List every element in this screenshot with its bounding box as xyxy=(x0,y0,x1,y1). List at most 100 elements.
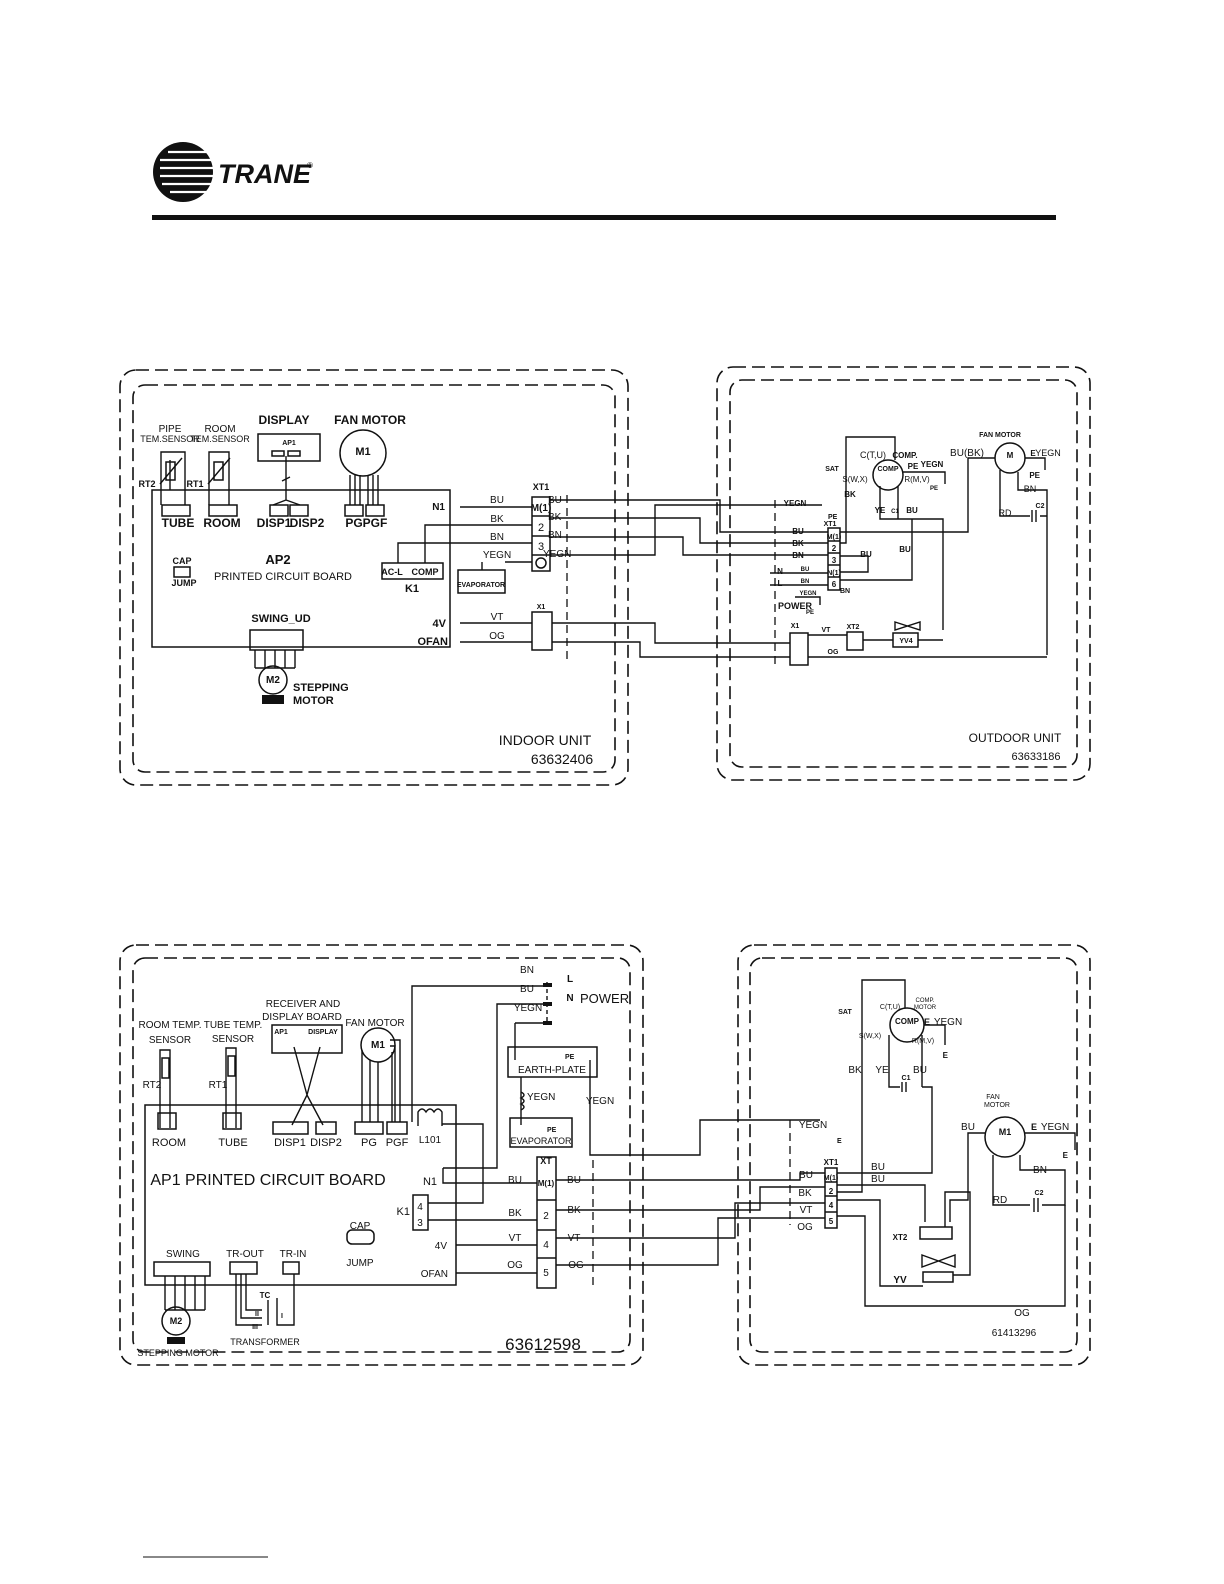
bottom-indoor-wires-left-0-label: BU xyxy=(508,1175,522,1186)
bottom-outdoor-comp-motor1-label: COMP. xyxy=(916,998,935,1004)
bottom-outdoor-yv-label: YV xyxy=(893,1275,907,1286)
bottom-outdoor-xt1-terms-2-label: 4 xyxy=(829,1201,834,1210)
top-indoor-disp2-label: DISP2 xyxy=(290,516,325,530)
bottom-outdoor-c2-label: C2 xyxy=(1035,1190,1044,1197)
bottom-outdoor-yegn-comp-label: YEGN xyxy=(934,1017,962,1028)
top-indoor-disp1-label: DISP1 xyxy=(257,516,292,530)
bottom-indoor-code-label: 63612598 xyxy=(505,1335,581,1354)
top-indoor-wires-left-1-label: BK xyxy=(490,514,504,525)
bottom-outdoor-yegn-in-label: YEGN xyxy=(799,1120,827,1131)
top-indoor-room-label: ROOM xyxy=(204,424,235,435)
top-outdoor-bu-right-label: BU xyxy=(899,545,911,554)
bottom-indoor-iii-label: III xyxy=(252,1324,258,1331)
bottom-indoor-i-label: I xyxy=(281,1313,283,1320)
top-indoor-rt1-label: RT1 xyxy=(186,479,203,489)
swing-ud-connector xyxy=(249,629,304,651)
bottom-outdoor-og-label: OG xyxy=(1014,1308,1030,1319)
registered-mark: ® xyxy=(307,161,313,170)
top-indoor-wires-left-0-label: BU xyxy=(490,495,504,506)
bottom-indoor-wires-right-0-label: BU xyxy=(567,1175,581,1186)
top-indoor-display-label: DISPLAY xyxy=(259,413,310,427)
k1-terminal xyxy=(412,1194,429,1231)
bottom-indoor-tr-out-label: TR-OUT xyxy=(226,1249,264,1260)
bottom-indoor-disp1-label: DISP1 xyxy=(274,1137,306,1149)
header-rule xyxy=(152,215,1056,220)
bottom-indoor-stepping-motor-label: STEPPING MOTOR xyxy=(137,1348,219,1358)
top-indoor-n1-label: N1 xyxy=(432,502,445,513)
top-outdoor-n-label: N xyxy=(777,567,783,576)
bottom-outdoor-unit-enclosure xyxy=(737,944,1091,1366)
earth-plate xyxy=(507,1046,598,1078)
k1-relay xyxy=(381,562,444,580)
room-temp-sensor-icon xyxy=(159,1049,171,1128)
top-indoor-v4-label: 4V xyxy=(433,618,447,630)
top-indoor-pgf-label: PGF xyxy=(363,516,388,530)
bottom-outdoor-yegn-fan-label: YEGN xyxy=(1041,1122,1069,1133)
top-indoor-xt1-terms-2-label: 3 xyxy=(538,541,544,553)
bottom-indoor-room-conn-label: ROOM xyxy=(152,1137,186,1149)
top-indoor-evaporator-label: EVAPORATOR xyxy=(457,582,505,589)
bottom-indoor-xt-label: XT xyxy=(540,1156,552,1166)
top-indoor-x1-label: X1 xyxy=(537,604,546,611)
bottom-indoor-l-label: L xyxy=(567,974,573,985)
top-outdoor-ye-label: YE xyxy=(875,506,886,515)
pipe-sensor-icon xyxy=(159,451,186,505)
trane-logo: TRANE ® xyxy=(153,142,313,202)
bottom-outdoor-xt1-terms-3-label: 5 xyxy=(829,1217,834,1226)
bottom-indoor-ofan-label: OFAN xyxy=(421,1269,448,1280)
top-indoor-swing-label: SWING_UD xyxy=(251,613,310,625)
top-outdoor-wires-left-0-label: BU xyxy=(792,527,804,536)
top-indoor-acl-label: AC-L xyxy=(381,567,403,577)
bottom-outdoor-e-ground-label: E xyxy=(943,1051,949,1060)
top-indoor-ap1-label: AP1 xyxy=(282,440,296,447)
top-indoor-ofan-label: OFAN xyxy=(417,636,448,648)
bottom-outdoor-e-fan-label: E xyxy=(1031,1122,1037,1132)
bottom-outdoor-wires-left-3-label: OG xyxy=(797,1222,813,1233)
bottom-indoor-room-sensor-label: SENSOR xyxy=(149,1035,191,1046)
bottom-indoor-l101-label: L101 xyxy=(419,1135,442,1146)
brand-name: TRANE xyxy=(218,159,312,189)
bottom-outdoor-bn-label: BN xyxy=(1033,1165,1047,1176)
bottom-indoor-wires-right-3-label: OG xyxy=(568,1260,584,1271)
bottom-indoor-tube-conn-label: TUBE xyxy=(218,1137,247,1149)
bottom-indoor-pg-label: PG xyxy=(361,1137,377,1149)
bottom-outdoor-m1-label: M1 xyxy=(999,1127,1012,1137)
bottom-outdoor-comp-label: COMP xyxy=(895,1017,920,1026)
top-outdoor-e-label: E xyxy=(1030,449,1036,458)
top-outdoor-bu-c1-label: BU xyxy=(906,506,918,515)
top-outdoor-unit-label: OUTDOOR UNIT xyxy=(969,731,1062,745)
bottom-indoor-n1-label: N1 xyxy=(423,1176,437,1188)
top-outdoor-pe-comp2-label: PE xyxy=(930,486,938,492)
top-indoor-pipe-sensor-label: TEM.SENSOR xyxy=(140,434,200,444)
bottom-indoor-pcb-label: AP1 PRINTED CIRCUIT BOARD xyxy=(150,1172,385,1189)
top-outdoor-c1-label: C1 xyxy=(891,509,899,515)
top-outdoor-comp-label: COMP xyxy=(878,466,899,473)
yv-valve xyxy=(922,1271,954,1283)
bottom-outdoor-e-in-label: E xyxy=(837,1138,842,1145)
top-outdoor-sat-label: SAT xyxy=(825,466,839,473)
l101-inductor xyxy=(417,1108,443,1126)
top-indoor-wires-left-3-label: YEGN xyxy=(483,550,511,561)
yv4-valve xyxy=(892,632,919,648)
bottom-indoor-evaporator-label: EVAPORATOR xyxy=(510,1136,572,1146)
fan-motor-m1-icon xyxy=(339,429,387,477)
bottom-outdoor-bu-fan-label: BU xyxy=(961,1122,975,1133)
top-outdoor-pe-fan-label: PE xyxy=(1029,471,1040,480)
top-outdoor-pe-comp-label: PE xyxy=(908,462,919,471)
top-outdoor-xt1-terms-2-label: 3 xyxy=(832,556,837,565)
top-outdoor-l-label: L xyxy=(778,579,783,588)
bottom-outdoor-s-label: S(W,X) xyxy=(859,1033,881,1040)
bottom-indoor-wires-right-1-label: BK xyxy=(567,1205,581,1216)
bottom-indoor-xt-terms-2-label: 4 xyxy=(543,1240,549,1251)
top-outdoor-power-label: POWER xyxy=(778,601,813,611)
xt2-connector-bottom xyxy=(919,1226,953,1240)
bottom-outdoor-code-label: 61413296 xyxy=(992,1328,1037,1339)
top-outdoor-bu-mid-label: BU xyxy=(860,550,872,559)
cap-jump-connector xyxy=(173,566,191,578)
bottom-indoor-ii-label: II xyxy=(255,1311,259,1318)
bottom-interconnect-wires xyxy=(556,1120,825,1266)
bottom-outdoor-xt1-label: XT1 xyxy=(824,1158,839,1167)
swing-connector xyxy=(153,1261,211,1277)
top-indoor-tube-conn-label: TUBE xyxy=(162,516,195,530)
